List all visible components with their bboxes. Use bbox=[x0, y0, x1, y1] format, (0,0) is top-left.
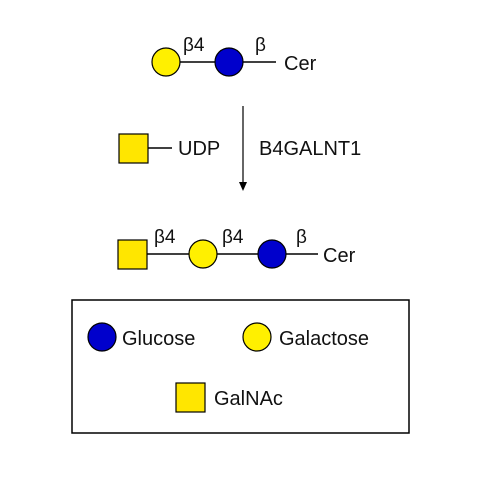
donor-label: UDP bbox=[178, 138, 220, 160]
arrow-down-icon bbox=[239, 182, 247, 191]
galactose-legend-label: Galactose bbox=[279, 328, 369, 350]
aglycone-label: Cer bbox=[284, 53, 317, 75]
glucose-legend-label: Glucose bbox=[122, 328, 195, 350]
linkage-label: β bbox=[255, 35, 266, 56]
substrate-glycan: β4 β Cer bbox=[151, 35, 317, 77]
legend: Glucose Galactose GalNAc bbox=[71, 299, 410, 434]
legend-box bbox=[71, 299, 410, 434]
galnac-legend-label: GalNAc bbox=[214, 388, 283, 410]
glucose-icon bbox=[214, 47, 244, 77]
galactose-icon bbox=[151, 47, 181, 77]
reaction-step: UDP B4GALNT1 bbox=[118, 106, 361, 191]
product-glycan: β4 β4 β Cer bbox=[117, 227, 356, 270]
linkage-label: β bbox=[296, 227, 307, 248]
enzyme-label: B4GALNT1 bbox=[259, 138, 361, 160]
glucose-legend-icon bbox=[87, 322, 117, 352]
galactose-icon bbox=[188, 239, 218, 269]
galnac-donor-icon bbox=[118, 133, 149, 164]
linkage-label: β4 bbox=[222, 227, 244, 248]
aglycone-label: Cer bbox=[323, 245, 356, 267]
linkage-label: β4 bbox=[154, 227, 176, 248]
linkage-label: β4 bbox=[183, 35, 205, 56]
galnac-icon bbox=[117, 239, 148, 270]
galnac-legend-icon bbox=[175, 382, 206, 413]
galactose-legend-icon bbox=[242, 322, 272, 352]
glucose-icon bbox=[257, 239, 287, 269]
